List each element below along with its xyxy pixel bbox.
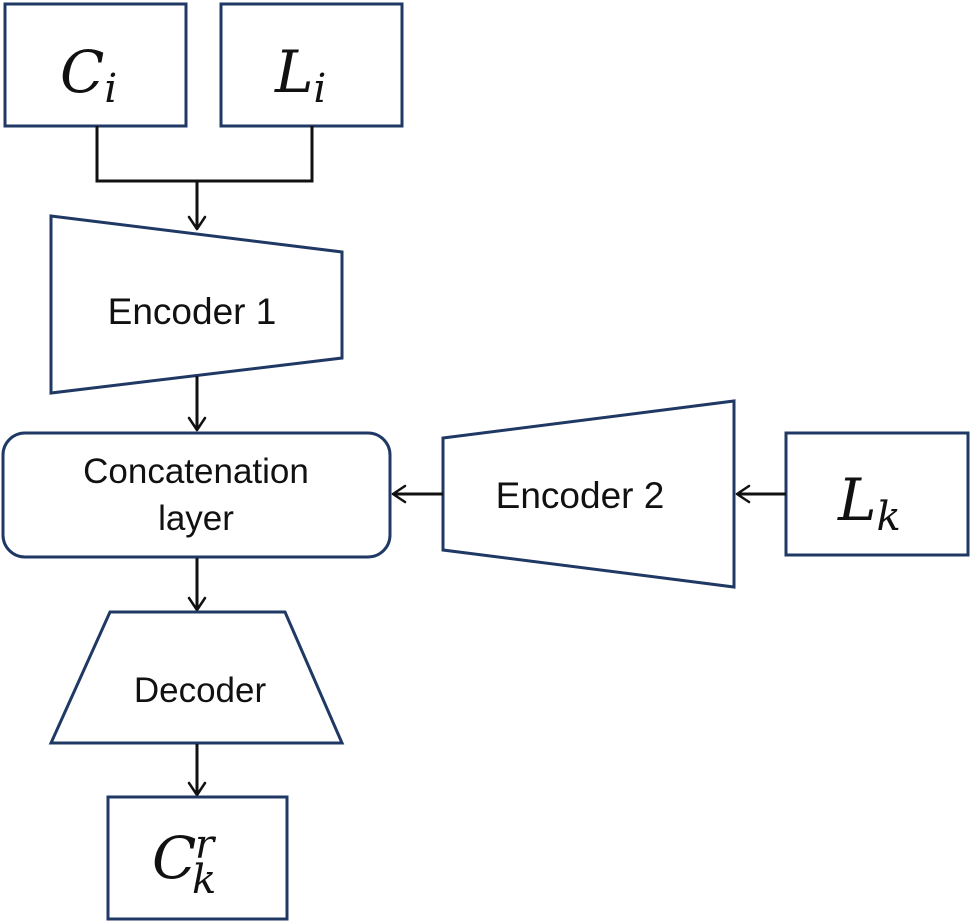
lk-box [784,431,970,557]
node-lk: Lk [784,431,970,557]
node-encoder2: Encoder 2 [441,399,736,589]
lk-symbol: Lk [837,466,901,540]
decoder-label: Decoder [134,671,267,710]
edge-inputs-to-encoder1 [95,126,314,231]
li-box [219,2,404,128]
concat-label-line1: Concatenation [83,452,309,491]
encoder1-shape [49,214,344,395]
edge-encoder2-to-concat [391,484,443,504]
merge-connector [95,126,314,183]
encoder2-shape [441,399,736,589]
li-symbol: Li [274,38,326,112]
ci-symbol: Ci [60,38,117,112]
arrow-head-icon [187,215,207,231]
decoder-shape [48,610,345,745]
arrow-head-icon [735,484,751,504]
arrow-head-icon [187,781,207,797]
ckr-superscript: r [195,822,217,868]
edge-decoder-to-ckr [187,744,207,797]
ckr-box [106,795,289,921]
node-ci: Ci [3,2,188,128]
arrow-head-icon [391,484,407,504]
concat-label-line2: layer [158,499,234,538]
node-encoder1: Encoder 1 [49,214,344,395]
ci-box [3,2,188,128]
edge-lk-to-encoder2 [735,484,786,504]
ckr-subscript: k [192,857,216,903]
node-decoder: Decoder [48,610,345,745]
encoder1-label: Encoder 1 [108,291,277,332]
arrow-head-icon [187,416,207,432]
concat-box [1,431,392,559]
edge-encoder1-to-concat [187,376,207,432]
ckr-symbol: C [152,824,196,892]
node-concat: Concatenation layer [1,431,392,559]
encoder2-label: Encoder 2 [496,475,665,516]
node-li: Li [219,2,404,128]
node-ckr: C r k [106,795,289,921]
edge-concat-to-decoder [187,558,207,612]
arrow-head-icon [187,596,207,612]
